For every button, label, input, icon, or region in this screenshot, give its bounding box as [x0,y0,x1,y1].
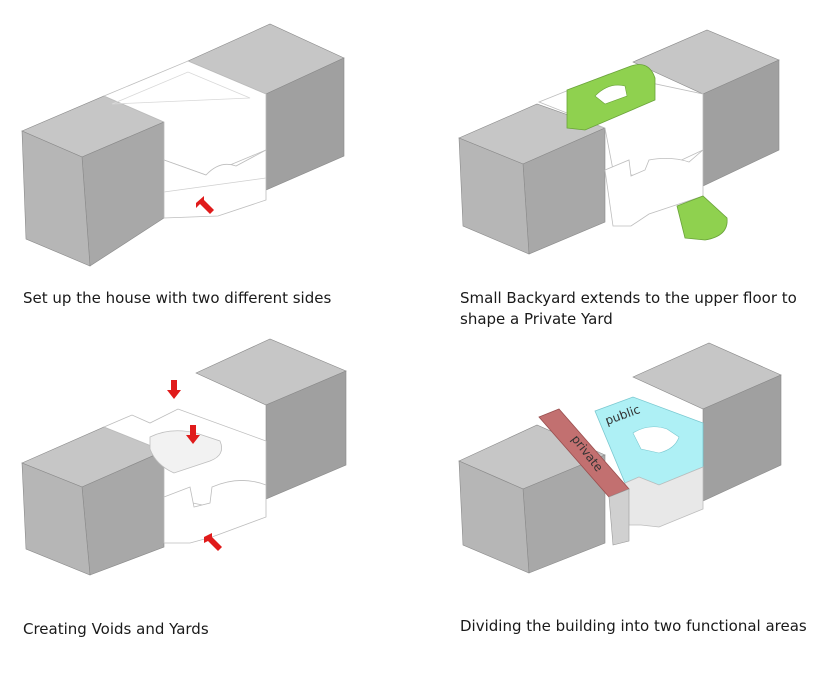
caption-3: Creating Voids and Yards [23,620,209,638]
diagram-panel-2: Small Backyard extends to the upper floo… [409,0,818,336]
green-yard-ground [676,195,728,241]
house-floor [102,60,267,176]
public-void [632,426,680,454]
diagram-panel-3: Creating Voids and Yards [0,337,409,673]
massing-diagram-2 [458,29,780,255]
caption-2: Small Backyard extends to the upper floo… [460,289,797,328]
house-front-wall [624,466,704,528]
private-wall [608,488,630,546]
caption-4: Dividing the building into two functiona… [460,617,807,635]
left-block-side [458,460,530,574]
void-arrow-top [167,380,181,399]
entry-arrow [196,196,214,214]
massing-diagram-3 [21,338,347,576]
left-block-side [21,130,91,267]
massing-diagram-1 [21,23,345,267]
house-front-wall [163,480,267,544]
void-courtyard [149,430,223,474]
green-backyard-inner [594,84,628,105]
diagram-panel-4: private public Dividing the building int… [409,337,818,673]
void-arrow-middle [186,425,200,444]
house-inner-wall [111,71,251,105]
diagram-panel-1: Set up the house with two different side… [0,0,409,336]
house-front-wall [604,149,704,227]
left-block-side [458,137,530,255]
caption-1: Set up the house with two different side… [23,289,332,307]
house-front-wall [163,149,267,219]
yard-arrow [204,533,222,551]
left-block-side [21,462,91,576]
floor-line [163,177,267,193]
massing-diagram-4: private public [458,342,782,574]
